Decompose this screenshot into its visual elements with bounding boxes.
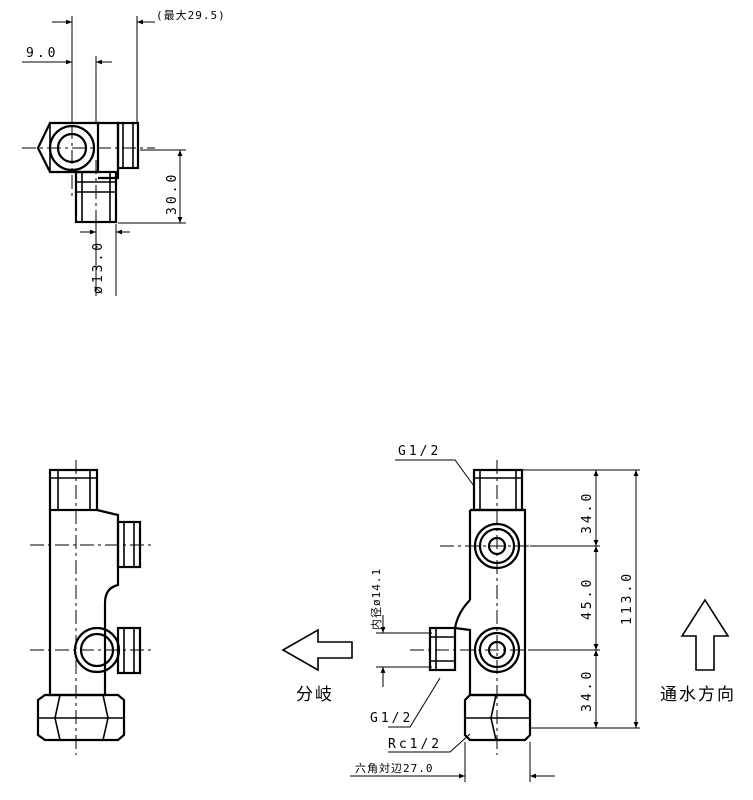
branch-arrow: 分岐 bbox=[281, 628, 353, 705]
max-width-label: (最大29.5) bbox=[156, 8, 226, 22]
top-view: (最大29.5) 9.0 30.0 ø13.0 bbox=[22, 8, 226, 296]
inner-diameter-label: 内径ø14.1 bbox=[369, 568, 383, 630]
side-view bbox=[30, 460, 155, 755]
seg-mid-label: 45.0 bbox=[580, 577, 595, 620]
height-dim-label: 30.0 bbox=[165, 172, 180, 215]
hex-flats-label: 六角対辺27.0 bbox=[355, 761, 434, 775]
thread-branch-label: G1/2 bbox=[370, 711, 413, 726]
seg-top-label: 34.0 bbox=[580, 491, 595, 534]
diameter-dim-label: ø13.0 bbox=[91, 240, 106, 294]
front-view: 内径ø14.1 34.0 45.0 34.0 113.0 六角対辺27.0 G1… bbox=[350, 444, 640, 782]
offset-dim-label: 9.0 bbox=[26, 46, 58, 61]
branch-label: 分岐 bbox=[296, 685, 334, 705]
thread-bottom-label: Rc1/2 bbox=[388, 737, 442, 752]
seg-bottom-label: 34.0 bbox=[580, 669, 595, 712]
flow-direction-arrow: 通水方向 bbox=[660, 598, 736, 705]
flow-direction-label: 通水方向 bbox=[660, 685, 736, 705]
total-height-label: 113.0 bbox=[620, 571, 635, 625]
thread-top-label: G1/2 bbox=[398, 444, 441, 459]
